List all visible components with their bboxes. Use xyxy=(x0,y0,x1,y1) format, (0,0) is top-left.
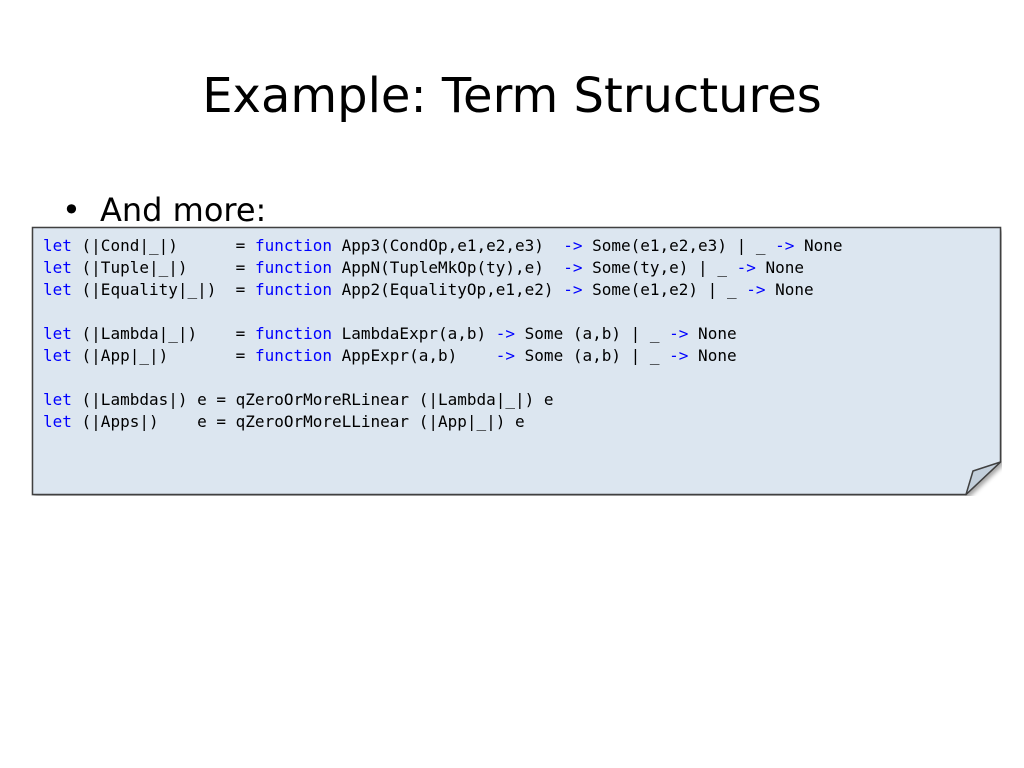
code-text: None xyxy=(755,258,805,277)
code-text: AppExpr(a,b) xyxy=(332,346,496,365)
code-keyword: let xyxy=(43,412,72,431)
bullet-item: • And more: xyxy=(62,188,266,232)
code-keyword: function xyxy=(254,324,332,343)
code-text: Some(e1,e2,e3) | _ xyxy=(582,236,776,255)
code-line: let (|Lambdas|) e = qZeroOrMoreRLinear (… xyxy=(43,390,554,409)
code-line: let (|Lambda|_|) = function LambdaExpr(a… xyxy=(43,324,737,343)
code-text: (|Equality|_|) = xyxy=(71,280,255,299)
code-text: App3(CondOp,e1,e2,e3) xyxy=(332,236,564,255)
code-keyword: let xyxy=(43,258,72,277)
code-text: (|Cond|_|) = xyxy=(71,236,255,255)
code-keyword: -> xyxy=(775,236,795,255)
code-text: Some (a,b) | _ xyxy=(515,324,670,343)
code-note: let (|Cond|_|) = function App3(CondOp,e1… xyxy=(31,226,1002,496)
code-keyword: let xyxy=(43,236,72,255)
code-text: None xyxy=(688,324,737,343)
bullet-marker: • xyxy=(62,191,81,229)
code-keyword: function xyxy=(254,280,332,299)
code-keyword: -> xyxy=(563,280,583,299)
code-keyword: -> xyxy=(563,236,583,255)
code-text: None xyxy=(688,346,737,365)
code-line: let (|Apps|) e = qZeroOrMoreLLinear (|Ap… xyxy=(43,412,525,431)
code-keyword: let xyxy=(43,346,72,365)
code-keyword: let xyxy=(43,280,72,299)
code-keyword: function xyxy=(254,346,332,365)
code-keyword: -> xyxy=(669,346,689,365)
code-text: (|Apps|) e = qZeroOrMoreLLinear (|App|_|… xyxy=(71,412,525,431)
code-line: let (|Cond|_|) = function App3(CondOp,e1… xyxy=(43,236,843,255)
bullet-text: And more: xyxy=(100,191,267,229)
code-text: LambdaExpr(a,b) xyxy=(332,324,496,343)
code-line: let (|App|_|) = function AppExpr(a,b) ->… xyxy=(43,346,737,365)
code-text: (|Lambda|_|) = xyxy=(71,324,255,343)
code-keyword: function xyxy=(254,258,332,277)
slide-title: Example: Term Structures xyxy=(202,68,822,124)
code-text: Some(e1,e2) | _ xyxy=(582,280,747,299)
code-line: let (|Tuple|_|) = function AppN(TupleMkO… xyxy=(43,258,804,277)
code-text: AppN(TupleMkOp(ty),e) xyxy=(332,258,564,277)
code-keyword: -> xyxy=(495,346,516,365)
code-text: Some (a,b) | _ xyxy=(515,346,670,365)
code-keyword: -> xyxy=(563,258,583,277)
code-keyword: -> xyxy=(495,324,516,343)
code-keyword: function xyxy=(254,236,332,255)
code-text: (|Lambdas|) e = qZeroOrMoreRLinear (|Lam… xyxy=(71,390,554,409)
code-text: None xyxy=(765,280,814,299)
code-text: (|Tuple|_|) = xyxy=(71,258,255,277)
code-text: App2(EqualityOp,e1,e2) xyxy=(332,280,564,299)
code-keyword: -> xyxy=(736,258,756,277)
code-block: let (|Cond|_|) = function App3(CondOp,e1… xyxy=(43,235,843,433)
folded-note-shape xyxy=(31,226,1002,496)
code-keyword: -> xyxy=(746,280,766,299)
code-text: Some(ty,e) | _ xyxy=(582,258,737,277)
code-keyword: let xyxy=(43,324,72,343)
code-text: (|App|_|) = xyxy=(71,346,255,365)
code-keyword: let xyxy=(43,390,72,409)
code-keyword: -> xyxy=(669,324,689,343)
code-text: None xyxy=(794,236,843,255)
note-fold-corner-icon xyxy=(965,461,1002,496)
code-line: let (|Equality|_|) = function App2(Equal… xyxy=(43,280,814,299)
